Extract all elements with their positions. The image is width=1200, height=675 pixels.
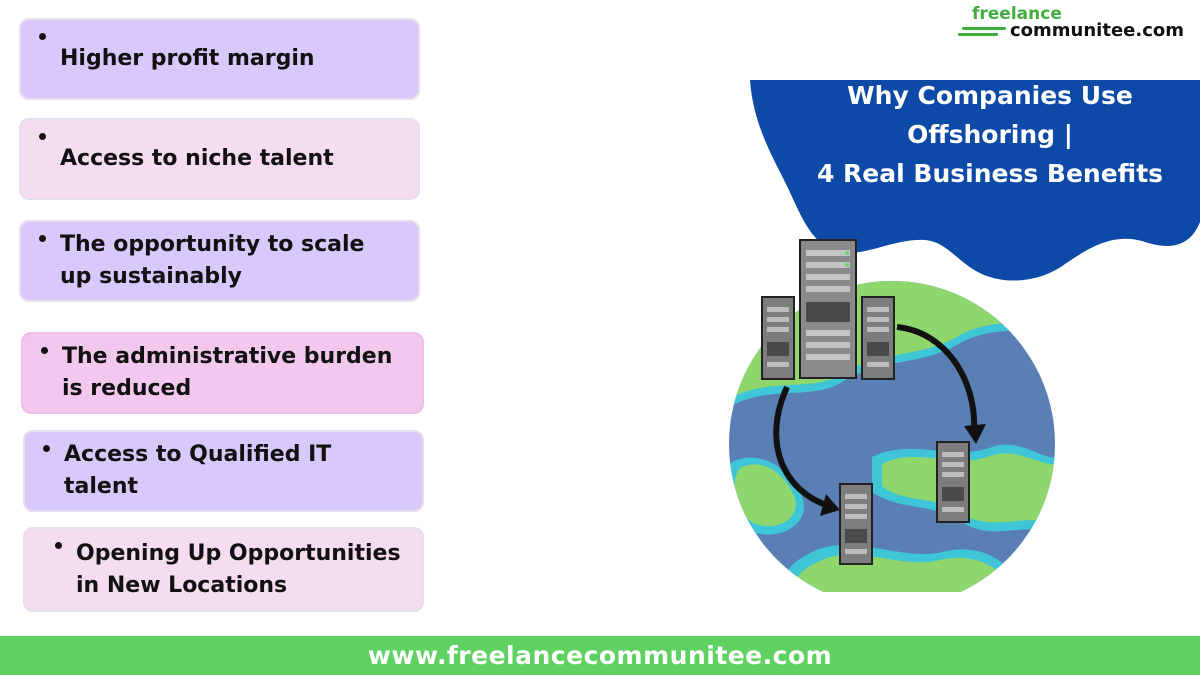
benefit-card-5: Access to Qualified IT talent [23,430,424,512]
arrow-icon [896,324,978,433]
logo-text-bottom: communitee.com [1010,20,1184,41]
benefit-text: Opening Up Opportunities in New Location… [76,540,401,598]
benefit-text: Access to Qualified IT talent [64,442,332,499]
benefit-text: The opportunity to scale up sustainably [60,232,365,289]
server-rack-icon [936,441,970,523]
server-rack-icon [861,296,895,380]
logo-stripe [958,33,998,36]
benefit-card-2: Access to niche talent [19,118,420,200]
benefit-text: Higher profit margin [60,46,315,71]
server-rack-icon [799,239,857,379]
logo-text-top: freelance [972,4,1062,24]
bullet-icon [55,542,62,549]
benefit-card-6: Opening Up Opportunities in New Location… [23,527,424,612]
title-line-1: Why Companies Use [847,81,1133,110]
title-line-3: 4 Real Business Benefits [816,159,1164,188]
benefit-text: Access to niche talent [60,146,334,171]
benefit-text: The administrative burden is reduced [62,344,393,401]
benefit-card-1: Higher profit margin [19,18,420,100]
arrow-icon [773,385,833,510]
title-line-2: Offshoring | [907,120,1073,149]
bullet-icon [41,347,48,354]
title-blob [750,80,1200,281]
bullet-icon [39,133,46,140]
bullet-icon [39,235,46,242]
brand-logo: freelance communitee.com [958,4,1188,44]
bullet-icon [39,33,46,40]
logo-stripe [962,27,1006,30]
server-rack-icon [839,483,873,565]
footer-url[interactable]: www.freelancecommunitee.com [367,641,833,670]
page-title: Why Companies Use Offshoring | 4 Real Bu… [790,76,1190,193]
footer-bar: www.freelancecommunitee.com [0,636,1200,675]
bullet-icon [43,445,50,452]
benefit-card-3: The opportunity to scale up sustainably [19,220,420,302]
globe-servers-illustration [729,239,1055,592]
benefit-card-4: The administrative burden is reduced [21,332,424,414]
server-rack-icon [761,296,795,380]
